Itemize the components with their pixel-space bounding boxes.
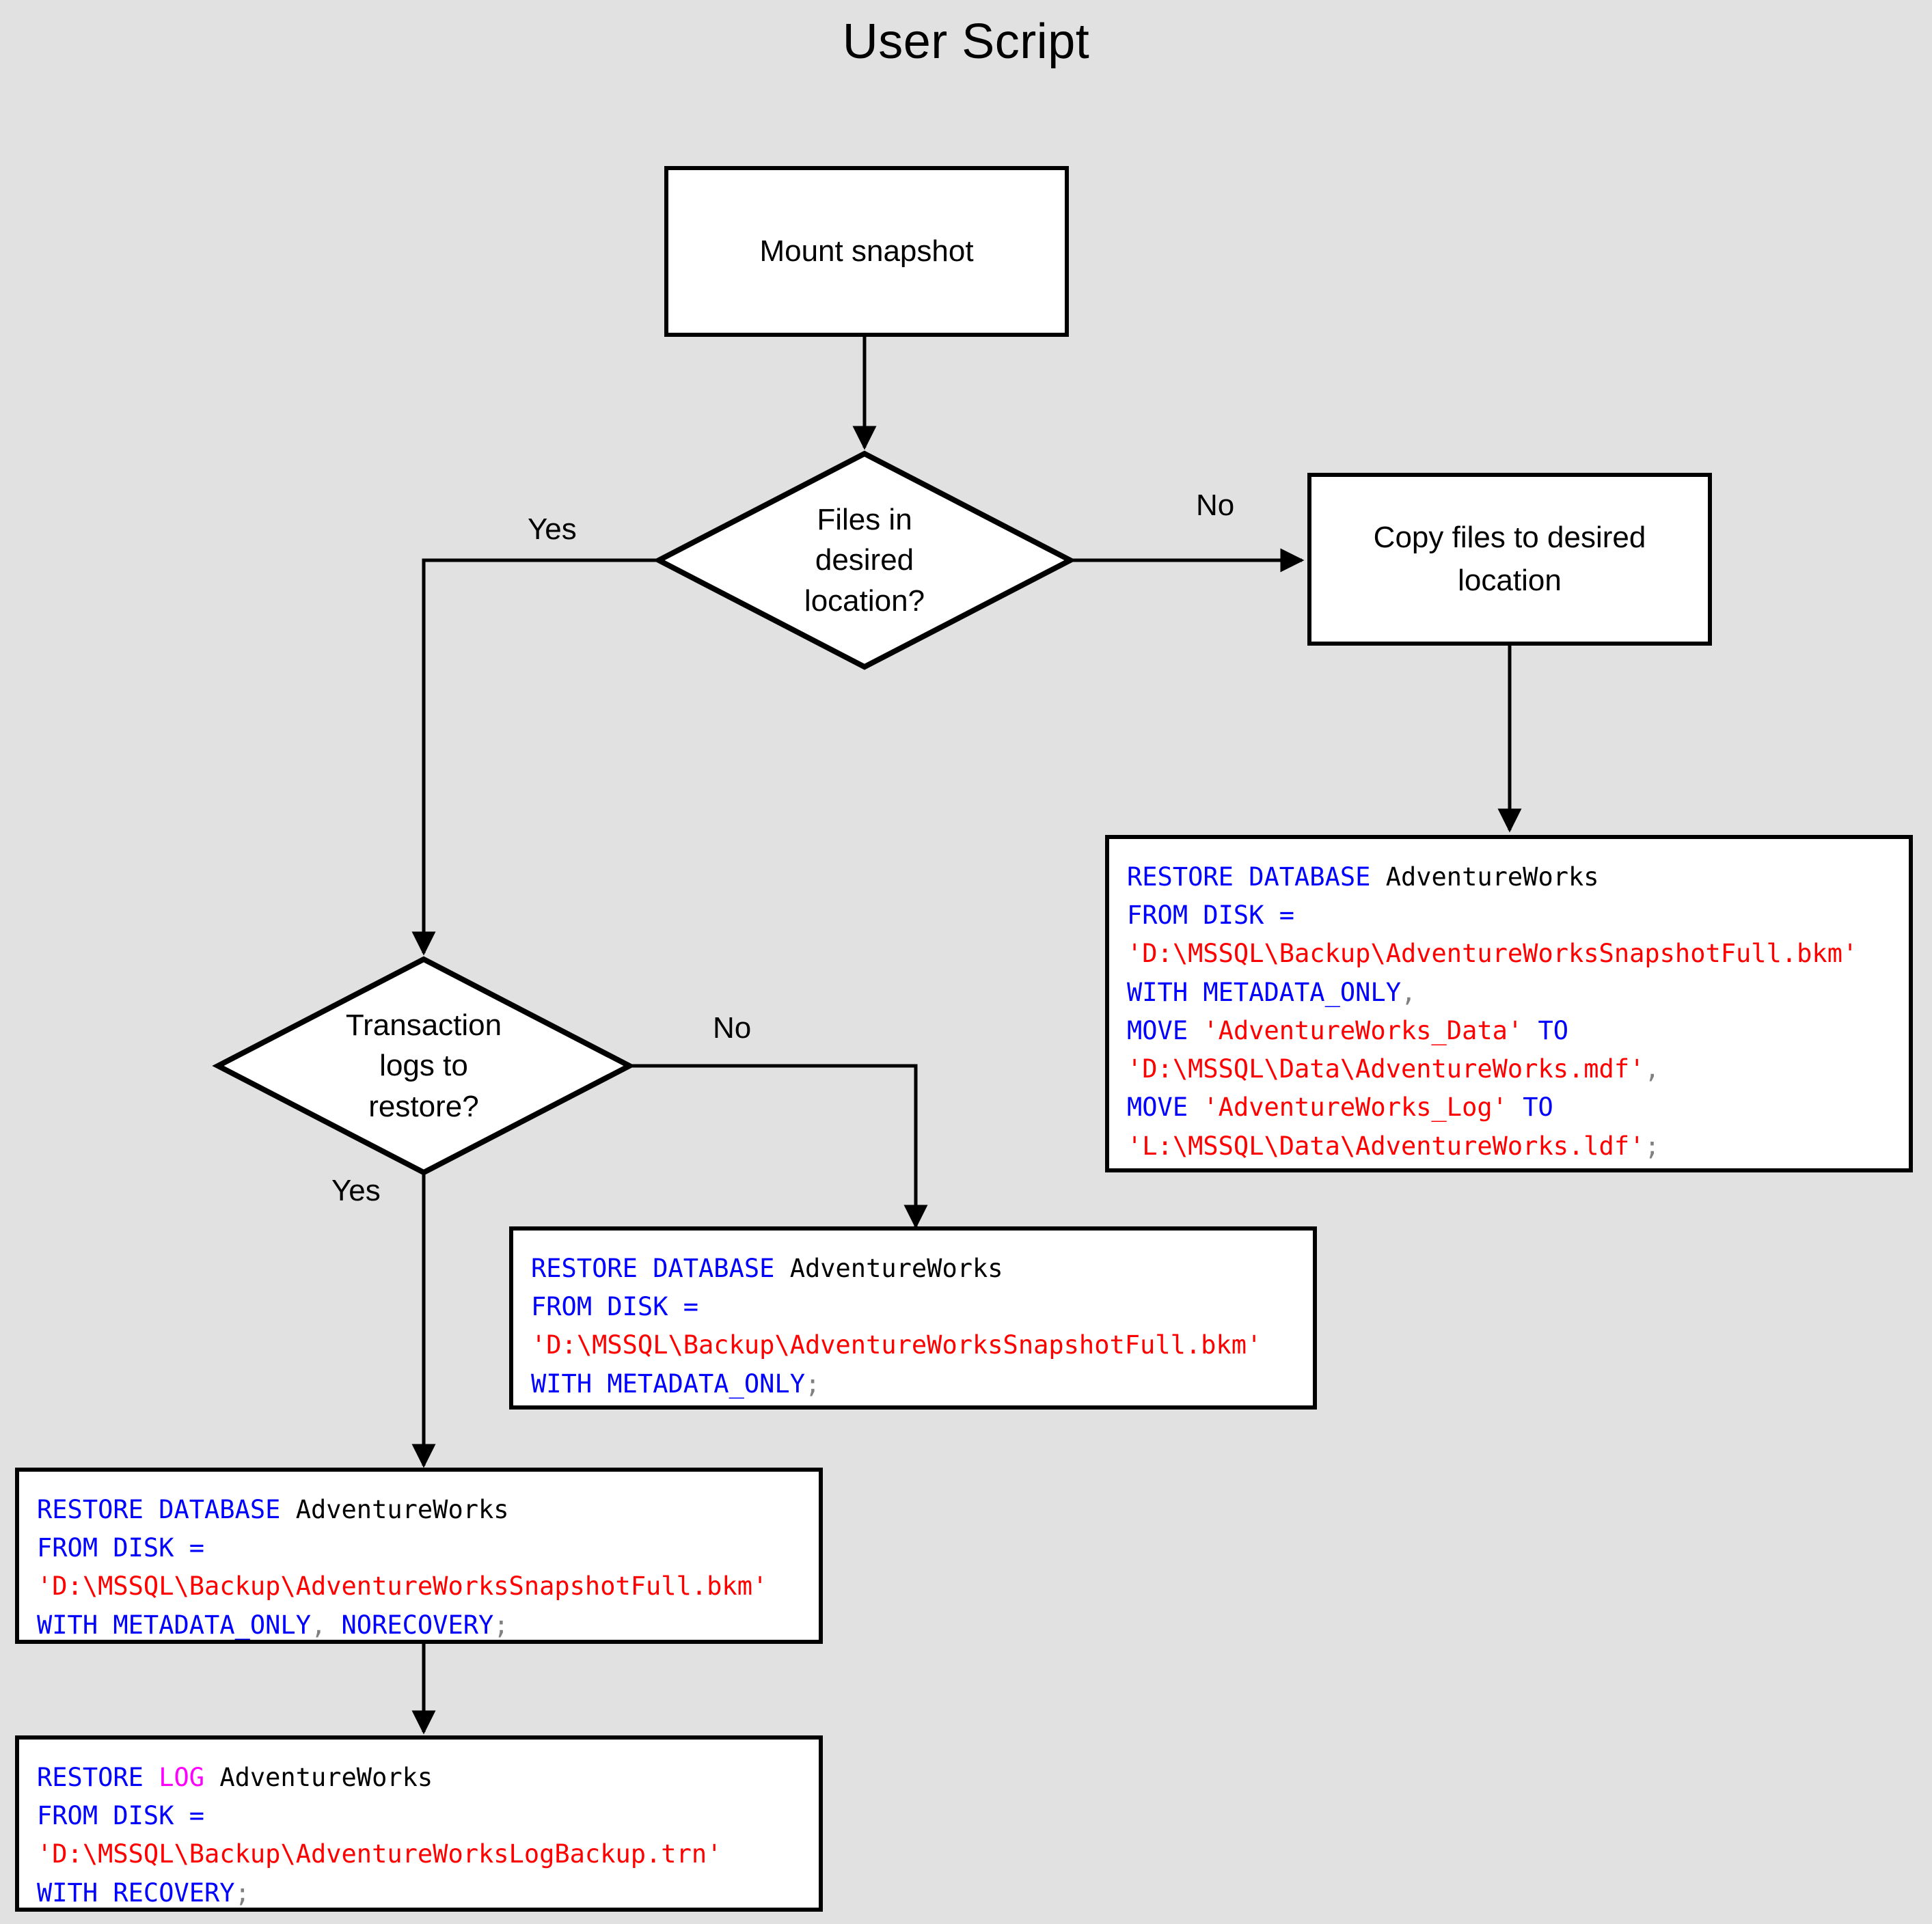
code-token: , [1644, 1054, 1660, 1084]
code-token: RESTORE DATABASE [1127, 862, 1386, 892]
node-copy-files-line1: Copy files to desired [1373, 521, 1646, 555]
code-token: FROM DISK [531, 1292, 683, 1322]
code-token: WITH RECOVERY [37, 1878, 235, 1908]
code-token [204, 1763, 219, 1792]
code-token: 'D:\MSSQL\Data\AdventureWorks.mdf' [1127, 1054, 1645, 1084]
code-token: 'L:\MSSQL\Data\AdventureWorks.ldf' [1127, 1131, 1645, 1161]
code-token: , [310, 1610, 342, 1640]
code-token: FROM DISK [37, 1533, 189, 1563]
code-token: TO [1507, 1092, 1553, 1123]
code-token: ; [493, 1610, 509, 1640]
code-token: WITH METADATA_ONLY [37, 1610, 311, 1640]
node-copy-files-line2: location [1458, 563, 1562, 597]
node-mount-snapshot-label: Mount snapshot [759, 234, 974, 268]
code-token: RESTORE DATABASE [37, 1495, 296, 1524]
edge-label-files-yes: Yes [528, 512, 577, 546]
diamond-shape [212, 956, 636, 1176]
page-title: User Script [842, 14, 1090, 69]
node-copy-files[interactable]: Copy files to desired location [1307, 473, 1712, 646]
code-token: , [1400, 977, 1417, 1007]
code-token: WITH METADATA_ONLY [1127, 977, 1401, 1007]
edge-label-logs-no: No [713, 1011, 752, 1045]
code-token: AdventureWorks [1385, 862, 1599, 892]
code-block-restore-with-move[interactable]: RESTORE DATABASE AdventureWorks FROM DIS… [1105, 835, 1913, 1172]
code-token: = [189, 1801, 205, 1831]
code-token: ; [1644, 1131, 1660, 1161]
code-token: 'D:\MSSQL\Backup\AdventureWorksLogBackup… [37, 1839, 722, 1869]
code-token: ; [234, 1878, 250, 1908]
code-token: MOVE [1127, 1092, 1203, 1123]
diamond-shape [653, 450, 1076, 670]
code-token: = [1279, 901, 1295, 931]
code-token: MOVE [1127, 1015, 1203, 1045]
edge-label-files-no: No [1196, 489, 1235, 522]
node-mount-snapshot[interactable]: Mount snapshot [664, 166, 1069, 337]
code-block-restore-log[interactable]: RESTORE LOG AdventureWorks FROM DISK = '… [15, 1735, 823, 1912]
code-token: = [683, 1292, 699, 1322]
code-block-restore-metadata-only[interactable]: RESTORE DATABASE AdventureWorks FROM DIS… [509, 1226, 1317, 1410]
code-token: ; [804, 1369, 821, 1399]
code-token: AdventureWorks [295, 1495, 509, 1524]
code-token: NORECOVERY [341, 1610, 494, 1640]
code-token: 'D:\MSSQL\Backup\AdventureWorksSnapshotF… [531, 1330, 1262, 1360]
edge-label-logs-yes: Yes [331, 1174, 381, 1207]
code-token: AdventureWorks [219, 1763, 433, 1792]
code-token: LOG [159, 1763, 205, 1792]
code-block-restore-norecovery[interactable]: RESTORE DATABASE AdventureWorks FROM DIS… [15, 1468, 823, 1644]
code-token: 'D:\MSSQL\Backup\AdventureWorksSnapshotF… [1127, 939, 1858, 969]
code-token: RESTORE [37, 1763, 159, 1792]
code-token: FROM DISK [37, 1801, 189, 1831]
node-transaction-logs-to-restore[interactable]: Transaction logs to restore? [212, 956, 636, 1176]
code-token: = [189, 1533, 205, 1563]
node-files-in-desired-location[interactable]: Files in desired location? [653, 450, 1076, 670]
code-token: WITH METADATA_ONLY [531, 1369, 805, 1399]
code-token: TO [1523, 1015, 1569, 1045]
code-token: RESTORE DATABASE [531, 1254, 790, 1283]
code-token: FROM DISK [1127, 901, 1279, 931]
code-token: 'AdventureWorks_Data' [1203, 1015, 1523, 1045]
code-token: 'AdventureWorks_Log' [1203, 1092, 1508, 1123]
code-token: 'D:\MSSQL\Backup\AdventureWorksSnapshotF… [37, 1571, 768, 1602]
code-token: AdventureWorks [789, 1254, 1003, 1283]
